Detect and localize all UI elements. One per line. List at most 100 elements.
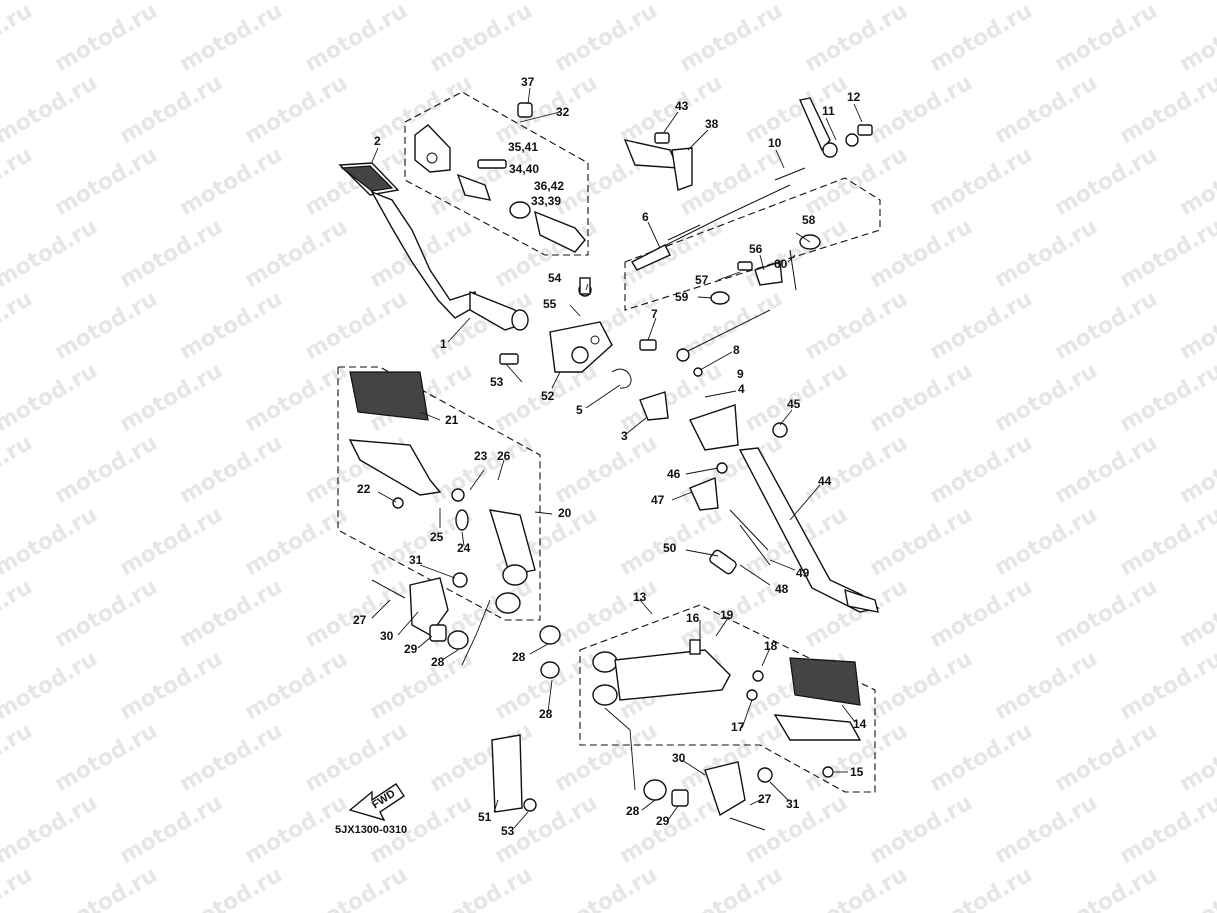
callout-30-repeat: 30 bbox=[672, 751, 686, 765]
watermark-text: motod.ru bbox=[1051, 286, 1162, 365]
callout-10: 10 bbox=[768, 136, 782, 150]
callout-37: 37 bbox=[521, 75, 535, 89]
watermark-text: motod.ru bbox=[176, 574, 287, 653]
watermark-text: motod.ru bbox=[301, 286, 412, 365]
callout-35-41: 35,41 bbox=[508, 140, 538, 154]
callout-1: 1 bbox=[440, 337, 447, 351]
watermark-text: motod.ru bbox=[1176, 142, 1217, 221]
callout-13: 13 bbox=[633, 590, 647, 604]
watermark-text: motod.ru bbox=[116, 790, 227, 869]
side-stand bbox=[689, 404, 880, 613]
watermark-text: motod.ru bbox=[241, 502, 352, 581]
watermark-text: motod.ru bbox=[551, 0, 662, 77]
watermark-text: motod.ru bbox=[551, 430, 662, 509]
diagram-code: 5JX1300-0310 bbox=[335, 824, 407, 836]
watermark-text: motod.ru bbox=[176, 430, 287, 509]
callout-2: 2 bbox=[374, 134, 381, 148]
watermark-text: motod.ru bbox=[366, 0, 477, 5]
watermark-text: motod.ru bbox=[926, 0, 1037, 77]
watermark-text: motod.ru bbox=[0, 358, 102, 437]
watermark-text: motod.ru bbox=[866, 502, 977, 581]
watermark-text: motod.ru bbox=[0, 286, 37, 365]
watermark-text: motod.ru bbox=[51, 718, 162, 797]
watermark-text: motod.ru bbox=[366, 646, 477, 725]
callout-5: 5 bbox=[576, 403, 583, 417]
watermark-text: motod.ru bbox=[926, 718, 1037, 797]
bracket-30-right bbox=[491, 734, 773, 831]
watermark-text: motod.ru bbox=[491, 0, 602, 5]
callout-17: 17 bbox=[731, 720, 745, 734]
watermark-text: motod.ru bbox=[116, 214, 227, 293]
watermark-text: motod.ru bbox=[51, 862, 162, 913]
watermark-text: motod.ru bbox=[926, 430, 1037, 509]
callout-51: 51 bbox=[478, 810, 492, 824]
watermark-text: motod.ru bbox=[1176, 574, 1217, 653]
watermark-text: motod.ru bbox=[301, 0, 412, 77]
watermark-text: motod.ru bbox=[426, 0, 537, 77]
watermark-text: motod.ru bbox=[866, 0, 977, 5]
watermark-text: motod.ru bbox=[1176, 0, 1217, 77]
watermark-text: motod.ru bbox=[426, 430, 537, 509]
watermark-text: motod.ru bbox=[801, 862, 912, 913]
bracket-30-left bbox=[371, 572, 561, 679]
watermark-text: motod.ru bbox=[0, 790, 102, 869]
callout-27-repeat: 27 bbox=[758, 792, 772, 806]
watermark-text: motod.ru bbox=[1116, 358, 1217, 437]
watermark-text: motod.ru bbox=[176, 286, 287, 365]
watermark-text: motod.ru bbox=[0, 574, 37, 653]
watermark-text: motod.ru bbox=[0, 0, 37, 77]
watermark-text: motod.ru bbox=[801, 142, 912, 221]
watermark-text: motod.ru bbox=[1051, 574, 1162, 653]
watermark-text: motod.ru bbox=[116, 646, 227, 725]
watermark-text: motod.ru bbox=[0, 862, 37, 913]
watermark-text: motod.ru bbox=[0, 142, 37, 221]
watermark-text: motod.ru bbox=[1116, 70, 1217, 149]
watermark-text: motod.ru bbox=[241, 70, 352, 149]
watermark-text: motod.ru bbox=[0, 70, 102, 149]
callout-24: 24 bbox=[457, 541, 471, 555]
watermark-text: motod.ru bbox=[176, 142, 287, 221]
watermark-text: motod.ru bbox=[676, 0, 787, 77]
leader-lines bbox=[371, 87, 863, 829]
callout-52: 52 bbox=[541, 389, 555, 403]
watermark-text: motod.ru bbox=[116, 502, 227, 581]
callout-36-42: 36,42 bbox=[534, 179, 564, 193]
callout-53: 53 bbox=[490, 375, 504, 389]
watermark-text: motod.ru bbox=[51, 574, 162, 653]
watermark-text: motod.ru bbox=[426, 862, 537, 913]
group-box-13 bbox=[579, 604, 876, 793]
watermark-text: motod.ru bbox=[241, 0, 352, 5]
group-box-cable bbox=[624, 177, 881, 311]
callout-11: 11 bbox=[822, 104, 835, 118]
watermark-text: motod.ru bbox=[926, 862, 1037, 913]
watermark-text: motod.ru bbox=[866, 214, 977, 293]
watermark-text: motod.ru bbox=[1176, 286, 1217, 365]
callout-labels: 1234567891011121314151617181920212223242… bbox=[353, 75, 867, 838]
watermark-text: motod.ru bbox=[51, 0, 162, 77]
watermark-text: motod.ru bbox=[1176, 718, 1217, 797]
callout-21: 21 bbox=[445, 413, 459, 427]
callout-57: 57 bbox=[695, 273, 709, 287]
watermark-text: motod.ru bbox=[866, 790, 977, 869]
callout-45: 45 bbox=[787, 397, 801, 411]
callout-28-repeat: 28 bbox=[626, 804, 640, 818]
watermark-text: motod.ru bbox=[51, 286, 162, 365]
watermark-text: motod.ru bbox=[0, 430, 37, 509]
callout-7: 7 bbox=[651, 307, 658, 321]
callout-18: 18 bbox=[764, 639, 778, 653]
watermark-text: motod.ru bbox=[51, 142, 162, 221]
cable-assembly bbox=[631, 97, 873, 271]
watermark-text: motod.ru bbox=[616, 214, 727, 293]
watermark-text: motod.ru bbox=[1116, 502, 1217, 581]
watermark-text: motod.ru bbox=[491, 70, 602, 149]
watermark-text: motod.ru bbox=[991, 790, 1102, 869]
group-box-20 bbox=[337, 366, 541, 621]
callout-55: 55 bbox=[543, 297, 557, 311]
watermark-text: motod.ru bbox=[1051, 430, 1162, 509]
callout-32: 32 bbox=[556, 105, 570, 119]
watermark-text: motod.ru bbox=[241, 646, 352, 725]
watermark-text: motod.ru bbox=[1051, 862, 1162, 913]
callout-14: 14 bbox=[853, 717, 867, 731]
shift-lever bbox=[592, 639, 862, 778]
callout-9: 9 bbox=[737, 367, 744, 381]
